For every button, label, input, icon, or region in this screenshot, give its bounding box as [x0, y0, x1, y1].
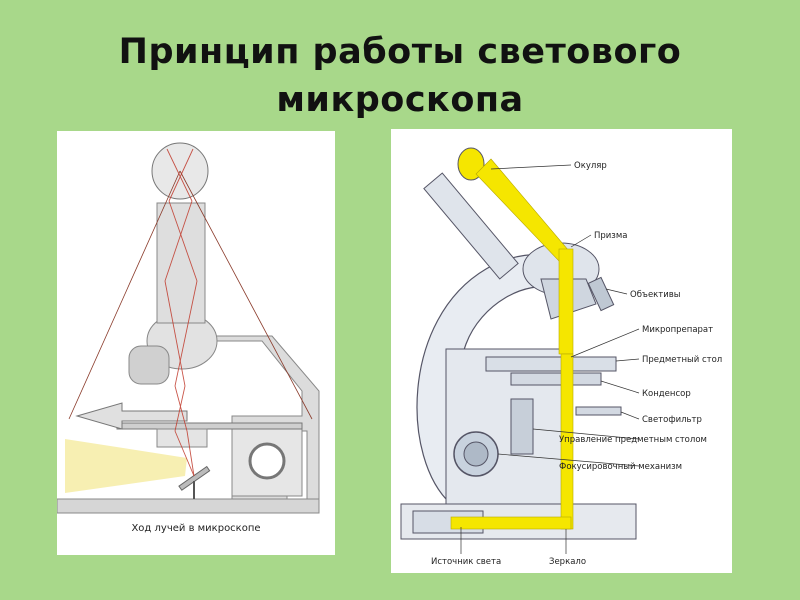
- label-mirror: Зеркало: [549, 557, 586, 567]
- condenser: [156, 428, 208, 448]
- stage: [116, 422, 303, 430]
- label-stage: Предметный стол: [642, 355, 722, 365]
- stage-control: [510, 398, 534, 455]
- label-objectives: Объективы: [630, 290, 681, 300]
- label-filter: Светофильтр: [642, 415, 702, 425]
- slide-title: Принцип работы светового микроскопа: [0, 28, 800, 124]
- ray-path-diagram: Ход лучей в микроскопе: [57, 142, 320, 534]
- microscope-parts-figure: Окуляр Призма Объективы Микропрепарат Пр…: [391, 129, 732, 573]
- stage: [485, 356, 617, 372]
- objective-turret: [128, 345, 170, 385]
- label-focus: Фокусировочный механизм: [559, 462, 682, 472]
- eyepiece-tube: [423, 172, 519, 280]
- label-light-source: Источник света: [431, 557, 501, 567]
- label-leaders: [460, 164, 640, 554]
- incoming-light-beam: [65, 439, 187, 493]
- label-eyepiece: Окуляр: [574, 161, 607, 171]
- mirror: [178, 465, 211, 491]
- microscope-parts-diagram: Окуляр Призма Объективы Микропрепарат Пр…: [400, 147, 722, 567]
- eyepiece-lens: [457, 147, 485, 181]
- label-specimen: Микропрепарат: [642, 325, 713, 335]
- title-line-2: микроскопа: [276, 80, 524, 120]
- title-line-1: Принцип работы светового: [118, 32, 682, 72]
- microscope-tube: [156, 202, 206, 324]
- filter: [575, 406, 622, 416]
- label-condenser: Конденсор: [642, 389, 691, 399]
- focus-knob: [248, 442, 286, 480]
- microscope-base: [57, 498, 320, 514]
- virtual-image-arrow: [75, 402, 188, 430]
- label-prism: Призма: [594, 231, 627, 241]
- condenser: [510, 372, 602, 386]
- ray-path-figure: Ход лучей в микроскопе: [57, 131, 335, 555]
- light-beam: [450, 158, 574, 530]
- figure-caption: Ход лучей в микроскопе: [131, 523, 260, 534]
- light-rays: [164, 148, 198, 477]
- label-stage-control: Управление предметным столом: [559, 435, 707, 445]
